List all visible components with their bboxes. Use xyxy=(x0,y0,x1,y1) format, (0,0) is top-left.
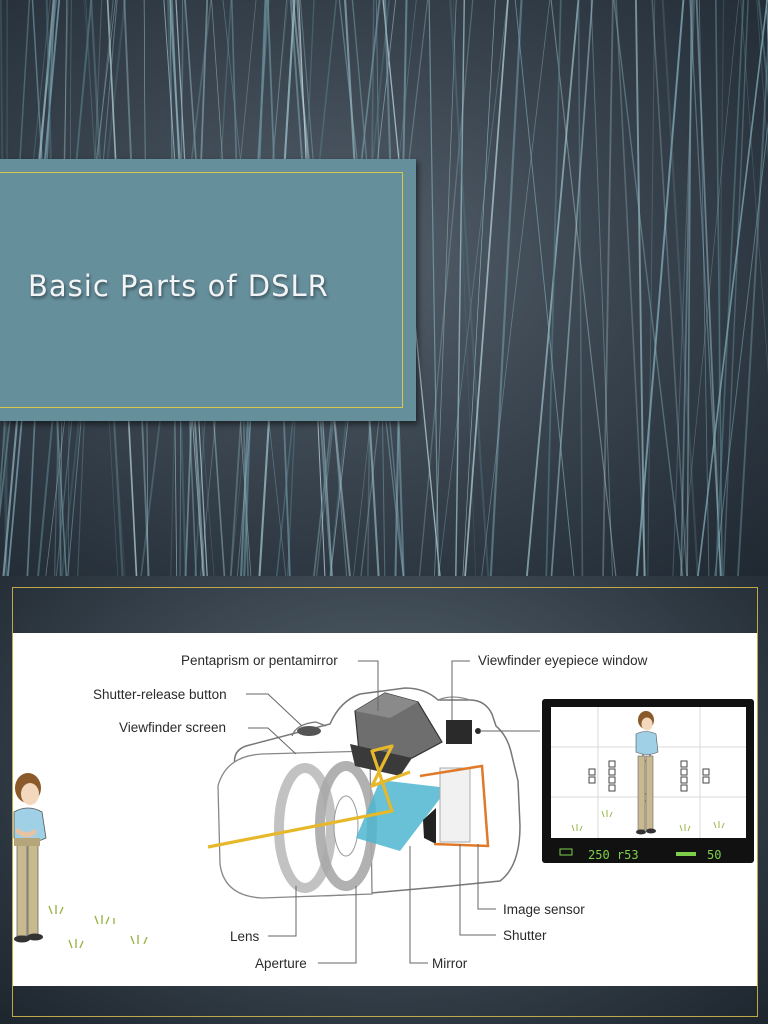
streak-line xyxy=(602,0,614,576)
streak-line xyxy=(455,0,466,576)
title-slide: Basic Parts of DSLR xyxy=(0,0,768,576)
title-panel-border xyxy=(0,172,403,408)
label-shutter: Shutter xyxy=(503,928,547,943)
streak-line xyxy=(525,0,580,576)
streak-line xyxy=(661,0,699,576)
streak-line xyxy=(462,0,496,576)
pentaprism xyxy=(350,692,443,776)
streak-line xyxy=(590,0,613,576)
streak-line xyxy=(418,0,474,576)
streak-line xyxy=(577,0,584,576)
label-lens: Lens xyxy=(230,929,260,944)
streak-line xyxy=(715,0,725,576)
streak-line xyxy=(550,0,617,576)
dslr-diagram: Pentaprism or pentamirror Viewfinder eye… xyxy=(13,653,754,971)
leader-lines xyxy=(246,660,540,964)
streak-line xyxy=(615,0,646,576)
label-viewfinder-screen: Viewfinder screen xyxy=(119,720,226,735)
title-panel: Basic Parts of DSLR xyxy=(0,159,416,421)
streak-line xyxy=(680,0,739,576)
streak-line xyxy=(680,0,694,576)
streak-line xyxy=(695,0,722,576)
streak-line xyxy=(715,0,745,576)
mirror xyxy=(356,780,448,851)
label-viewfinder-eyepiece: Viewfinder eyepiece window xyxy=(478,653,648,668)
streak-line xyxy=(740,0,768,375)
streak-line xyxy=(647,0,656,576)
streak-line xyxy=(714,121,768,576)
slide-frame xyxy=(12,587,758,1017)
streak-line xyxy=(489,0,523,576)
streak-line xyxy=(449,0,490,576)
image-sensor-shutter xyxy=(419,764,490,848)
streak-line xyxy=(651,0,688,576)
streak-line xyxy=(634,0,646,576)
streak-line xyxy=(434,0,457,576)
label-image-sensor: Image sensor xyxy=(503,902,585,917)
streak-line xyxy=(635,0,685,576)
label-pentaprism: Pentaprism or pentamirror xyxy=(181,653,338,668)
label-aperture: Aperture xyxy=(255,956,307,971)
woman-figure xyxy=(13,773,47,943)
streak-line xyxy=(672,0,696,576)
streak-line xyxy=(428,0,440,576)
grass-tufts xyxy=(48,905,148,949)
streak-line xyxy=(464,0,509,576)
streak-line xyxy=(481,0,551,576)
label-shutter-release: Shutter-release button xyxy=(93,687,227,702)
streak-line xyxy=(756,0,768,162)
streak-line xyxy=(550,0,594,576)
viewfinder-display: 250 r53 50 xyxy=(542,699,754,863)
light-path xyxy=(207,744,411,849)
streak-line xyxy=(438,0,508,576)
streak-line xyxy=(697,0,768,576)
streak-line xyxy=(722,0,749,576)
label-mirror: Mirror xyxy=(432,956,468,971)
slide-title: Basic Parts of DSLR xyxy=(28,269,329,303)
streak-line xyxy=(613,0,684,576)
streak-background xyxy=(0,0,768,576)
viewfinder-right-readout: 50 xyxy=(707,848,721,862)
streak-line xyxy=(737,34,768,576)
streak-line xyxy=(514,0,575,576)
streak-line xyxy=(545,0,562,576)
eyepiece-window xyxy=(446,720,472,744)
viewfinder-left-readout: 250 r53 xyxy=(588,848,639,862)
